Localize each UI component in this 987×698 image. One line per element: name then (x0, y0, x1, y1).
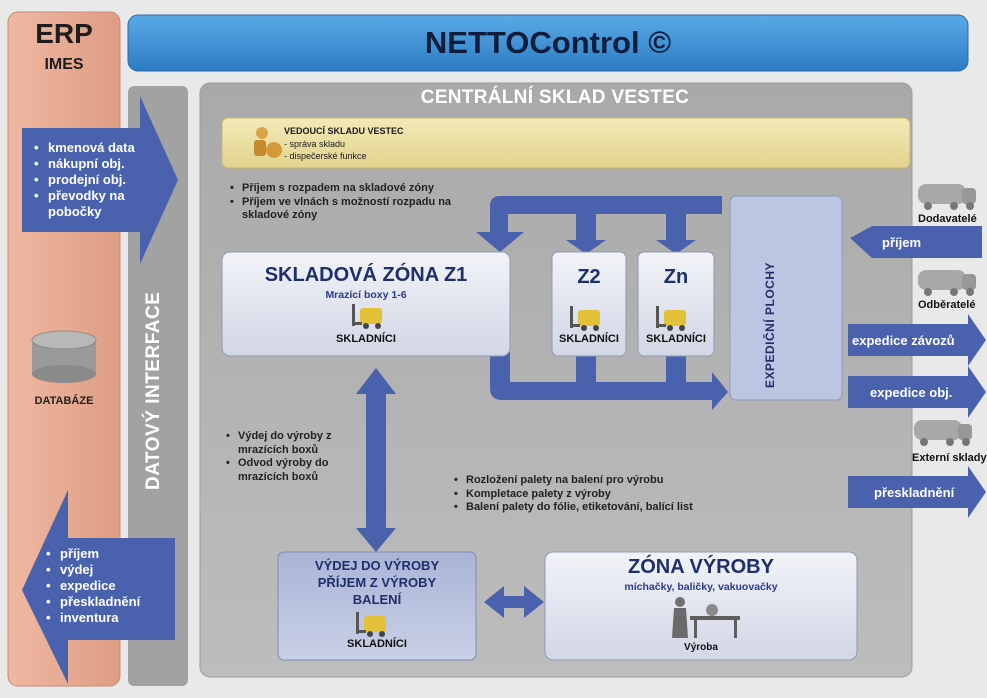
list-item: Výdej do výroby z mrazících boxů (226, 430, 356, 457)
production-zone-worker: Výroba (684, 642, 718, 653)
erp-subtitle: IMES (44, 56, 84, 73)
list-item: Rozložení palety na balení pro výrobu (454, 474, 744, 488)
forklift-icon (356, 612, 386, 637)
truck-icon (918, 270, 976, 296)
list-item: Odvod výroby do mrazících boxů (226, 457, 356, 484)
production-notes: Výdej do výroby z mrazících boxů Odvod v… (226, 430, 356, 484)
list-item: expedice (46, 578, 176, 594)
erp-outbound-list: příjem výdej expedice přeskladnění inven… (46, 546, 176, 626)
receiving-notes: Příjem s rozpadem na skladové zóny Příje… (230, 182, 490, 223)
list-item: Příjem s rozpadem na skladové zóny (230, 182, 490, 196)
production-zone-title: ZÓNA VÝROBY (628, 556, 774, 578)
customers-label: Odběratelé (918, 299, 976, 311)
manager-duties: - správa skladu - dispečerské funkce (284, 138, 367, 162)
issue-zone-title-line: BALENÍ (352, 592, 402, 607)
suppliers-label: Dodavatelé (918, 213, 977, 225)
issue-zone-title-line: VÝDEJ DO VÝROBY (314, 558, 440, 573)
list-item: Kompletace palety z výroby (454, 488, 744, 502)
list-item: Balení palety do fólie, etiketování, bal… (454, 501, 744, 515)
list-item: příjem (46, 546, 176, 562)
production-zone-subtitle: míchačky, baličky, vakuovačky (624, 581, 778, 593)
forklift-icon (352, 304, 382, 329)
issue-zone-title-line: PŘÍJEM Z VÝROBY (317, 575, 437, 590)
list-item: Příjem ve vlnách s možností rozpadu na s… (230, 196, 490, 223)
manager-duty: - správa skladu (284, 139, 346, 149)
pallet-notes: Rozložení palety na balení pro výrobu Ko… (454, 474, 744, 515)
page-title: NETTOControl © (424, 25, 672, 60)
issue-zone-title: VÝDEJ DO VÝROBY PŘÍJEM Z VÝROBY BALENÍ (278, 557, 476, 608)
zone-zn-title: Zn (663, 266, 689, 288)
interface-label-text: DATOVÝ INTERFACE (143, 291, 164, 490)
erp-title: ERP (35, 18, 93, 49)
list-item: převodky na pobočky (34, 188, 158, 220)
manager-title: VEDOUCÍ SKLADU VESTEC (284, 126, 404, 136)
zone-zn-worker: SKLADNÍCI (646, 333, 706, 345)
database-label: DATABÁZE (34, 395, 94, 407)
zone-z1-worker: SKLADNÍCI (336, 333, 396, 345)
list-item: nákupní obj. (34, 156, 174, 172)
list-item: inventura (46, 610, 176, 626)
list-item: kmenová data (34, 140, 174, 156)
manager-icon (254, 127, 282, 158)
warehouse-title: CENTRÁLNÍ SKLAD VESTEC (420, 87, 690, 108)
receive-label: příjem (882, 235, 922, 250)
expedition-label-text: EXPEDIČNÍ PLOCHY (763, 261, 777, 388)
list-item: přeskladnění (46, 594, 176, 610)
production-worker-icon (672, 597, 740, 638)
list-item: výdej (46, 562, 176, 578)
manager-duty: - dispečerské funkce (284, 151, 367, 161)
transfer-label: přeskladnění (874, 485, 955, 500)
zone-z1-title: SKLADOVÁ ZÓNA Z1 (264, 264, 468, 286)
database-icon (31, 330, 97, 383)
forklift-icon (656, 306, 686, 331)
truck-icon (914, 420, 972, 446)
truck-icon (918, 184, 976, 210)
zone-z2-title: Z2 (577, 266, 601, 288)
zone-z2-worker: SKLADNÍCI (559, 333, 619, 345)
route-dispatch-label: expedice závozů (852, 333, 955, 348)
list-item: prodejní obj. (34, 172, 174, 188)
forklift-icon (570, 306, 600, 331)
erp-inbound-list: kmenová data nákupní obj. prodejní obj. … (34, 140, 174, 220)
zone-z1-subtitle: Mrazící boxy 1-6 (325, 289, 407, 301)
issue-zone-worker: SKLADNÍCI (347, 638, 407, 650)
external-label: Externí sklady (912, 452, 987, 464)
order-dispatch-label: expedice obj. (870, 385, 953, 400)
